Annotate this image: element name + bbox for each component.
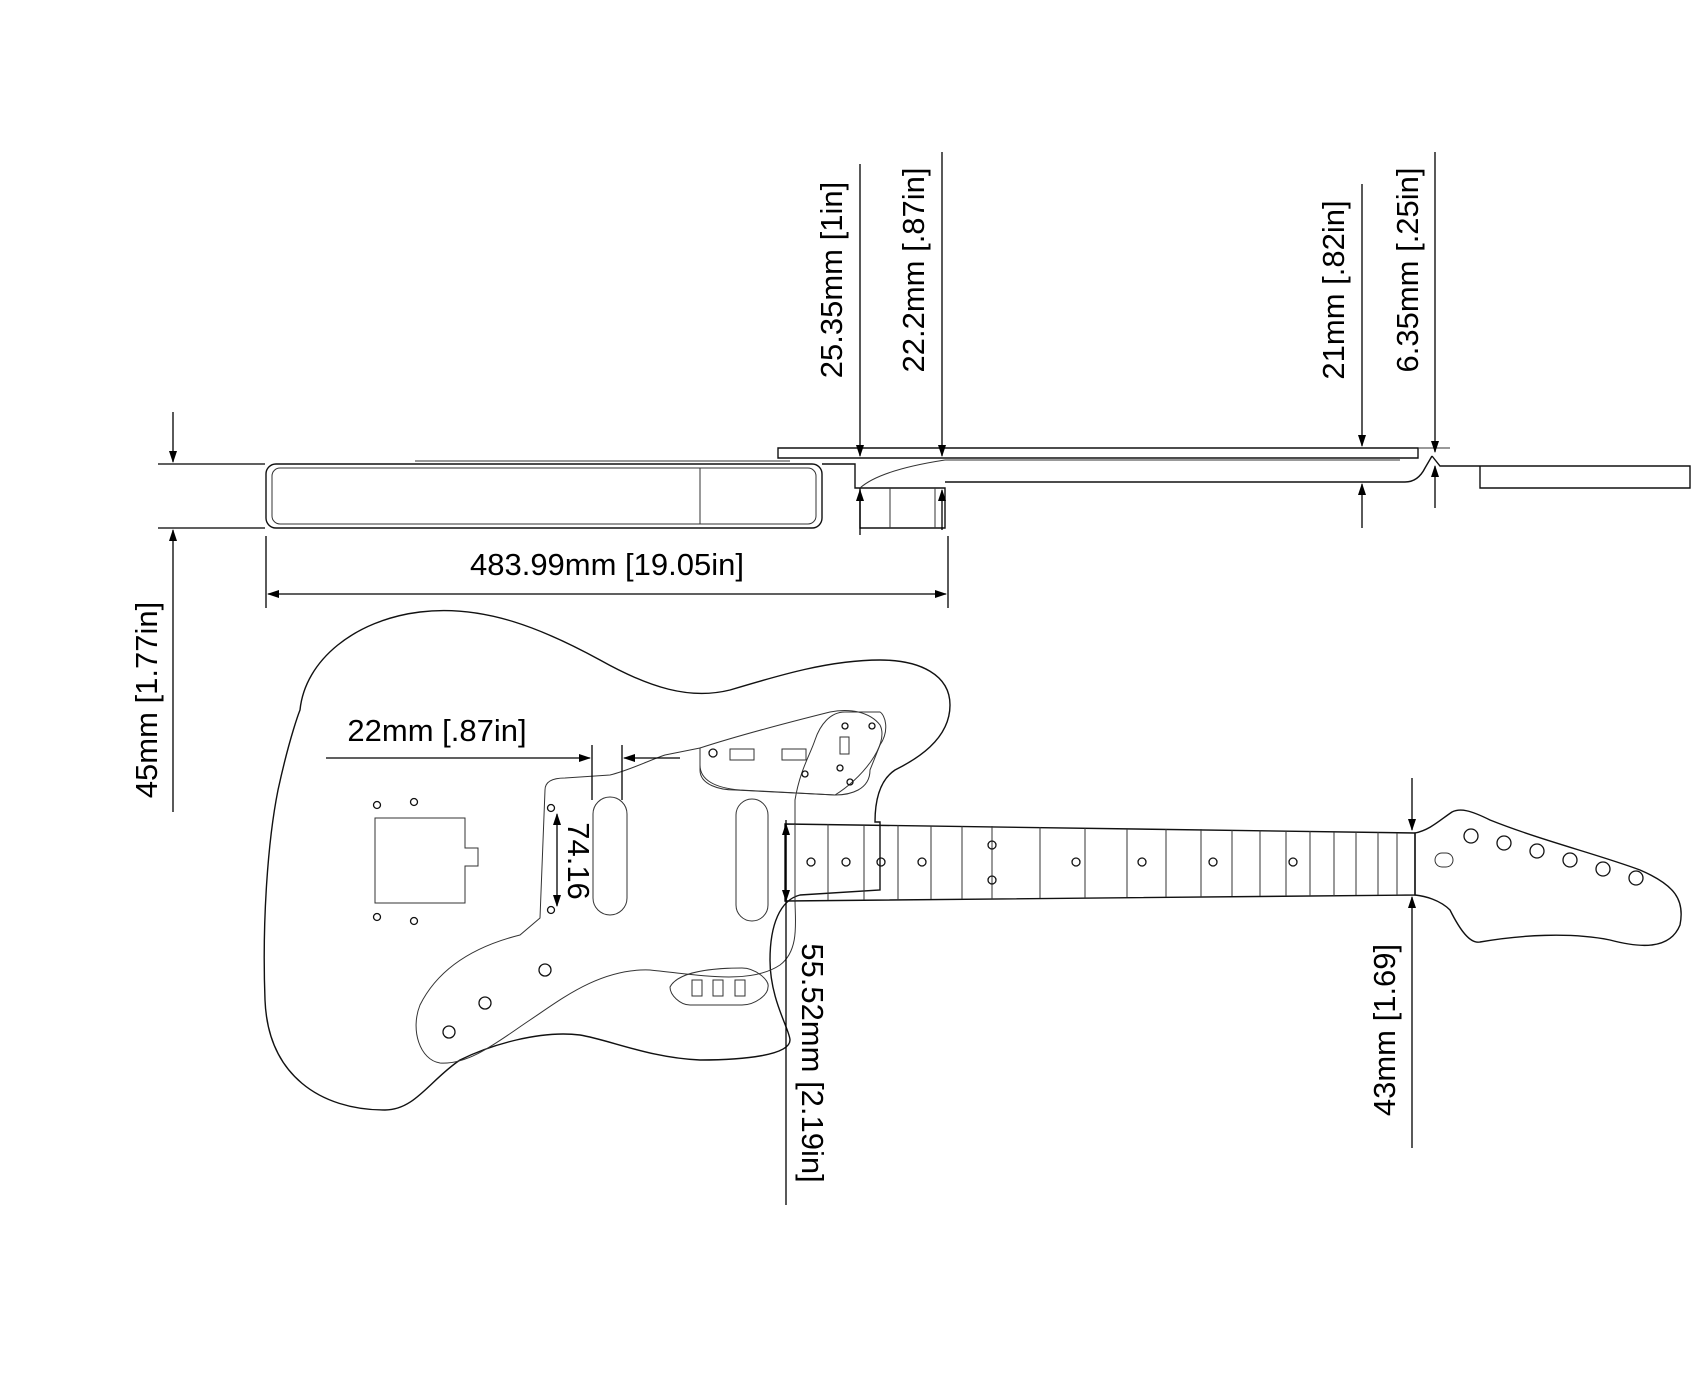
- label-neck-heel-thickness: 25.35mm [1in]: [814, 182, 849, 378]
- bridge-pickup: [592, 796, 628, 916]
- side-view: [265, 447, 1691, 529]
- label-neck-joint-thickness: 22.2mm [.87in]: [896, 167, 931, 372]
- label-heel-width: 55.52mm [2.19in]: [795, 943, 830, 1183]
- label-neck-thickness: 21mm [.82in]: [1316, 200, 1351, 379]
- body-outline: [263, 609, 951, 1111]
- front-view: [263, 609, 1682, 1111]
- trem-cavity: [374, 817, 479, 904]
- side-body: [265, 463, 823, 529]
- control-plate: [699, 710, 883, 796]
- side-fretboard: [777, 447, 1419, 459]
- headstock: [1414, 809, 1682, 947]
- dimension-lines: [158, 152, 1439, 1205]
- label-headstock-step: 6.35mm [.25in]: [1390, 167, 1425, 372]
- dimension-labels: 483.99mm [19.05in] 45mm [1.77in] 25.35mm…: [129, 167, 1425, 1182]
- frets: [827, 824, 1398, 900]
- side-headstock: [1431, 455, 1691, 489]
- neck-pickup: [735, 798, 769, 922]
- fret-markers: [806, 840, 1298, 885]
- label-body-length: 483.99mm [19.05in]: [470, 547, 744, 582]
- label-pickup-spacing: 74.16: [561, 822, 596, 900]
- label-body-thickness: 45mm [1.77in]: [129, 602, 164, 798]
- switch-plate: [669, 967, 769, 1006]
- label-nut-width: 43mm [1.69]: [1367, 944, 1402, 1116]
- label-pocket-offset: 22mm [.87in]: [347, 713, 526, 748]
- side-neck-heel: [822, 463, 946, 529]
